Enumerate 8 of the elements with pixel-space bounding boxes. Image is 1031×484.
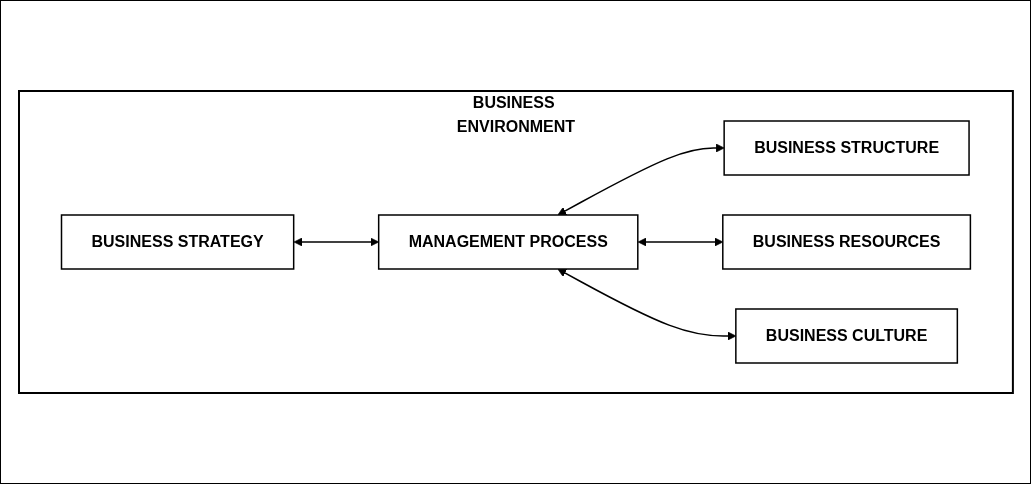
arrow (293, 237, 379, 247)
node-box: BUSINESS CULTURE (734, 308, 958, 364)
arrow (557, 268, 736, 341)
node-box: BUSINESS STRUCTURE (722, 120, 970, 176)
node-box: BUSINESS RESOURCES (721, 214, 971, 270)
arrow (637, 237, 723, 247)
node-box: BUSINESS STRATEGY (60, 214, 294, 270)
node-box: MANAGEMENT PROCESS (377, 214, 639, 270)
